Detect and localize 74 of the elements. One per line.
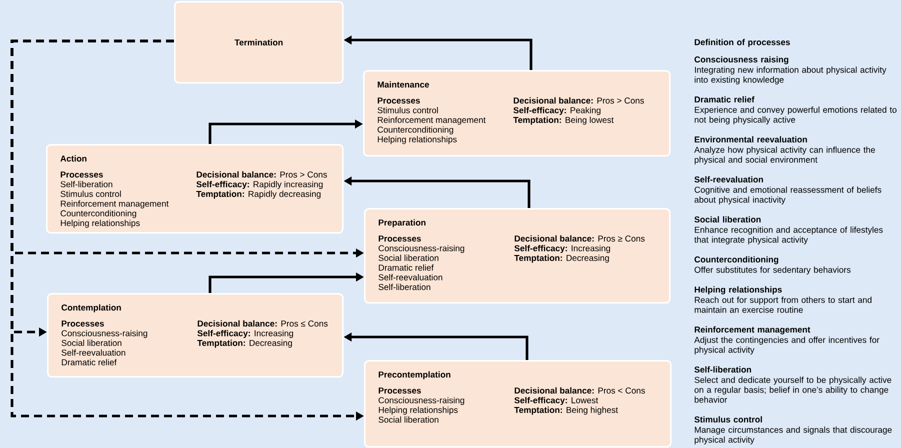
stage-attribute: Self-efficacy: Increasing xyxy=(197,330,294,338)
section-heading: Processes xyxy=(60,172,103,178)
definition-text: Analyze how physical activity can influence the physical and social environment xyxy=(694,146,875,164)
term-heading: Consciousness raising xyxy=(694,56,788,64)
definition-text: Select and dedicate yourself to be physically active on a regular basis; belief in one’s ability to change behavior xyxy=(694,376,892,403)
definition-text: Cognitive and emotional reassessment of beliefs about physical inactivity xyxy=(694,186,882,204)
stage-title: Contemplation xyxy=(62,304,121,312)
process-item: Dramatic relief xyxy=(378,264,434,271)
panel-heading: Definition of processes xyxy=(694,38,790,47)
definition-text: Enhance recognition and acceptance of lifestyles that integrate physical activity xyxy=(694,226,883,244)
term-heading: Reinforcement management xyxy=(694,326,810,334)
section-heading: Processes xyxy=(62,320,104,327)
term-heading: Stimulus control xyxy=(694,416,762,423)
stage-title: Maintenance xyxy=(378,81,429,88)
stage-attribute: Decisional balance: Pros ≥ Cons xyxy=(514,235,645,242)
stage-box xyxy=(46,144,344,234)
process-item: Consciousness-raising xyxy=(62,330,148,338)
definition-text: Reach out for support from others to start and maintain an exercise routine xyxy=(694,296,872,313)
definition-text: Offer substitutes for sedentary behaviors xyxy=(694,266,850,275)
stage-box xyxy=(364,208,671,304)
stage-attribute: Decisional balance: Pros > Cons xyxy=(196,171,327,178)
term-heading: Counterconditioning xyxy=(694,256,778,264)
process-item: Stimulus control xyxy=(378,106,438,114)
stage-attribute: Decisional balance: Pros ≤ Cons xyxy=(198,320,328,327)
stage-attribute: Temptation: Being highest xyxy=(514,406,618,415)
process-item: Helping relationships xyxy=(378,136,457,144)
process-item: Self-liberation xyxy=(378,284,430,290)
stage-attribute: Self-efficacy: Increasing xyxy=(514,244,610,253)
term-heading: Self-reevaluation xyxy=(694,176,763,182)
stage-attribute: Self-efficacy: Rapidly increasing xyxy=(196,180,323,189)
definition-text: Integrating new information about physical activity into existing knowledge xyxy=(694,66,886,84)
definition-text: Adjust the contingencies and offer incentives for physical activity xyxy=(694,336,880,355)
section-heading: Processes xyxy=(378,388,421,394)
process-item: Self-reevaluation xyxy=(378,274,442,280)
term-heading: Helping relationships xyxy=(694,286,782,294)
stage-attribute: Temptation: Rapidly decreasing xyxy=(196,190,321,199)
process-item: Self-reevaluation xyxy=(62,349,126,356)
stage-attribute: Temptation: Decreasing xyxy=(197,340,292,348)
stage-title: Preparation xyxy=(378,219,426,228)
stage-attribute: Decisional balance: Pros < Cons xyxy=(514,387,645,394)
process-item: Social liberation xyxy=(378,254,438,261)
stage-box xyxy=(47,293,344,378)
stage-attribute: Self-efficacy: Peaking xyxy=(513,106,600,115)
stage-title: Precontemplation xyxy=(378,371,450,380)
stage-box xyxy=(363,70,671,157)
process-item: Social liberation xyxy=(62,340,122,346)
section-heading: Processes xyxy=(378,98,420,104)
process-item: Helping relationships xyxy=(378,406,458,415)
stage-attribute: Temptation: Being lowest xyxy=(513,116,614,125)
stage-title: Action xyxy=(60,155,86,162)
stage-attribute: Decisional balance: Pros > Cons xyxy=(514,97,644,104)
term-heading: Self-liberation xyxy=(694,366,752,373)
stage-attribute: Temptation: Decreasing xyxy=(514,254,609,263)
section-heading: Processes xyxy=(378,236,421,242)
process-item: Reinforcement management xyxy=(60,200,169,208)
process-item: Counterconditioning xyxy=(378,126,454,134)
stage-box xyxy=(174,1,344,84)
process-item: Self-liberation xyxy=(60,180,112,188)
term-heading: Environmental reevaluation xyxy=(694,136,807,142)
process-item: Dramatic relief xyxy=(62,359,117,366)
stage-box xyxy=(364,360,672,448)
term-heading: Dramatic relief xyxy=(694,96,754,102)
process-item: Counterconditioning xyxy=(60,210,136,218)
process-item: Consciousness-raising xyxy=(378,396,464,405)
process-item: Helping relationships xyxy=(60,220,140,228)
process-item: Social liberation xyxy=(378,416,438,423)
stage-attribute: Self-efficacy: Lowest xyxy=(514,396,598,405)
term-heading: Social liberation xyxy=(694,216,761,223)
process-item: Reinforcement management xyxy=(378,116,486,125)
process-item: Consciousness-raising xyxy=(378,244,464,253)
definition-text: Experience and convey powerful emotions related to not being physically active xyxy=(694,106,896,124)
definition-text: Manage circumstances and signals that discourage physical activity xyxy=(694,426,892,444)
stage-title: Termination xyxy=(234,39,283,46)
process-item: Stimulus control xyxy=(60,190,121,197)
